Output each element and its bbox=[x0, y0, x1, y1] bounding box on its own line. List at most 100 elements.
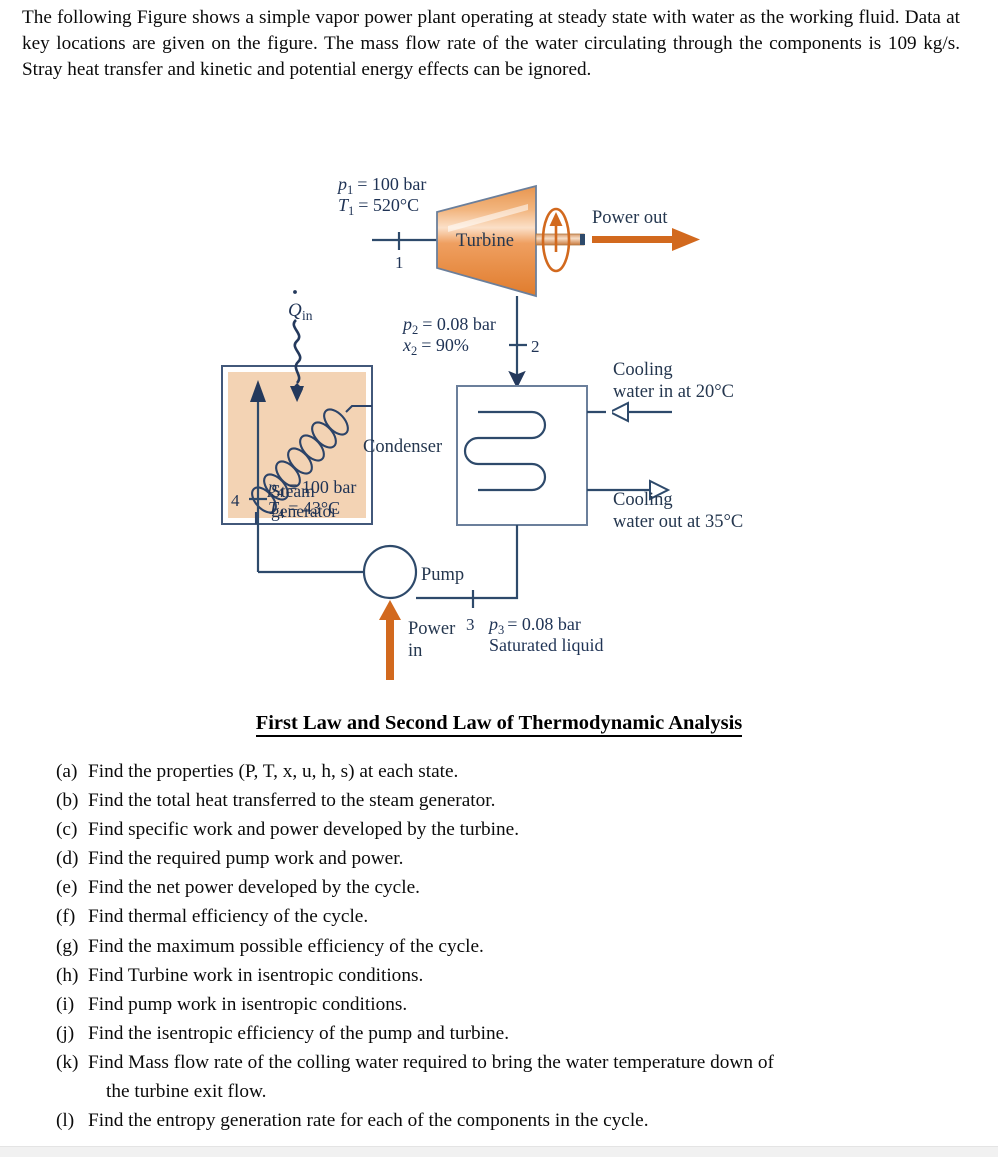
question-label: (j) bbox=[56, 1022, 75, 1044]
heat-input-arrow bbox=[290, 319, 304, 402]
condenser-label: Condenser bbox=[363, 437, 442, 457]
section-heading-text: First Law and Second Law of Thermodynami… bbox=[255, 712, 743, 737]
steam-generator-label-line1: Steam bbox=[271, 481, 315, 501]
svg-text:T1= 520°C: T1= 520°C bbox=[338, 195, 419, 218]
power-out-label: Power out bbox=[592, 208, 668, 228]
state2-p-sub: 2 bbox=[412, 323, 418, 337]
question-item: (e) Find the net power developed by the c… bbox=[56, 873, 968, 902]
line-sg-to-turbine bbox=[372, 232, 437, 250]
cooling-in-label-line2: water in at 20°C bbox=[613, 382, 734, 402]
svg-text:p2= 0.08 bar: p2 = 0.08 bar bbox=[401, 314, 496, 337]
question-label: (a) bbox=[56, 761, 78, 782]
question-text-main: Find the entropy generation rate for eac… bbox=[88, 1110, 649, 1132]
state4-p-sub: 4 bbox=[277, 486, 284, 500]
question-text-main: Find the maximum possible efficiency of … bbox=[88, 935, 484, 957]
power-in-label-line1: Power bbox=[408, 619, 455, 639]
question-text-main: Find the isentropic efficiency of the pu… bbox=[88, 1022, 510, 1044]
question-label: (i) bbox=[56, 993, 75, 1015]
question-text: Find the isentropic efficiency of the pu… bbox=[86, 1019, 968, 1048]
question-item: (b) Find the total heat transferred to th… bbox=[56, 786, 968, 815]
heat-input-symbol: Q bbox=[288, 300, 302, 321]
state1-p-sub: 1 bbox=[347, 183, 353, 197]
question-text-main: Find thermal efficiency of the cycle. bbox=[88, 906, 369, 928]
question-text: Find pump work in isentropic conditions. bbox=[86, 990, 968, 1019]
state2-p-value: = 0.08 bar bbox=[422, 314, 496, 334]
question-item: (l) Find the entropy generation rate for … bbox=[56, 1106, 968, 1135]
svg-text:x2= 90%: x2= 90% bbox=[402, 335, 469, 358]
question-text-main: Find the required pump work and power. bbox=[88, 848, 404, 870]
svg-text:T4= 43°C: T4= 43°C bbox=[268, 498, 340, 521]
question-label: (h) bbox=[56, 964, 79, 986]
state2-p-var: p bbox=[401, 314, 412, 334]
pump-label: Pump bbox=[421, 565, 464, 585]
question-label: (g) bbox=[56, 935, 79, 957]
question-item: (i) Find pump work in isentropic conditio… bbox=[56, 990, 968, 1019]
boiler-coil-icon bbox=[251, 404, 372, 524]
state3-note: Saturated liquid bbox=[489, 635, 603, 655]
turbine-shaft bbox=[535, 233, 585, 246]
state-2-labels: p2 = 0.08 bar x2= 90% bbox=[401, 314, 496, 358]
cooling-in-label-line1: Cooling bbox=[613, 360, 673, 380]
state-1-number: 1 bbox=[395, 253, 404, 272]
question-label: (e) bbox=[56, 877, 78, 899]
power-in-label-line2: in bbox=[408, 641, 422, 661]
question-text: Find the total heat transferred to the s… bbox=[86, 786, 968, 815]
question-text-main: Find specific work and power developed b… bbox=[88, 819, 520, 841]
state2-x-value: = 90% bbox=[421, 335, 469, 355]
state1-t-var: T bbox=[338, 195, 350, 215]
question-text: Find the required pump work and power. bbox=[86, 844, 968, 873]
question-item: (k)Find Mass flow rate of the colling wa… bbox=[56, 1048, 968, 1106]
page-bottom-strip bbox=[0, 1146, 998, 1157]
state3-p-sub: 3 bbox=[498, 623, 504, 637]
svg-text:p4= 100 bar: p4= 100 bar bbox=[266, 477, 356, 500]
state4-t-value: = 43°C bbox=[288, 498, 340, 518]
question-label: (d) bbox=[56, 848, 79, 870]
question-label: (l) bbox=[56, 1110, 75, 1132]
question-item: (g) Find the maximum possible efficiency … bbox=[56, 932, 968, 961]
question-text-continuation: the turbine exit flow. bbox=[106, 1081, 267, 1103]
condenser bbox=[456, 385, 588, 526]
question-item: (d) Find the required pump work and power… bbox=[56, 844, 968, 873]
state4-t-var: T bbox=[268, 498, 280, 518]
question-item: (j) Find the isentropic efficiency of the… bbox=[56, 1019, 968, 1048]
question-text: Find the entropy generation rate for eac… bbox=[86, 1106, 968, 1135]
section-heading: First Law and Second Law of Thermodynami… bbox=[0, 712, 998, 737]
heat-input-subscript: in bbox=[302, 308, 313, 323]
question-label: (b) bbox=[56, 790, 79, 812]
cooling-water-out-arrow bbox=[587, 479, 671, 501]
question-text: Find Mass flow rate of the colling water… bbox=[86, 1048, 968, 1106]
question-list: (a) Find the properties (P, T, x, u, h, s… bbox=[56, 757, 968, 1135]
svg-text:p1= 100 bar: p1= 100 bar bbox=[336, 174, 426, 197]
question-text-main: Find the properties (P, T, x, u, h, s) a… bbox=[88, 761, 459, 782]
state3-p-value: = 0.08 bar bbox=[507, 614, 581, 634]
question-text: Find the net power developed by the cycl… bbox=[86, 873, 968, 902]
state-4-labels: p4= 100 bar T4= 43°C 4 bbox=[231, 477, 356, 521]
question-item: (c)Find specific work and power develope… bbox=[56, 815, 968, 844]
question-item: (f)Find thermal efficiency of the cycle. bbox=[56, 902, 968, 931]
state4-p-var: p bbox=[266, 477, 277, 497]
power-plant-diagram: Steam generator Q in p1= 100 bar T1= 520… bbox=[0, 140, 998, 685]
rotation-arrowhead-icon bbox=[549, 212, 563, 226]
question-text: Find thermal efficiency of the cycle. bbox=[86, 902, 968, 931]
line-pump-to-steam-generator bbox=[250, 380, 365, 574]
power-out-arrow bbox=[592, 228, 700, 251]
question-text: Find the properties (P, T, x, u, h, s) a… bbox=[86, 757, 968, 786]
state-3-number: 3 bbox=[466, 615, 475, 634]
state-3-labels: 3 p3= 0.08 bar Saturated liquid bbox=[466, 614, 603, 655]
heat-input-dot-icon bbox=[293, 290, 297, 294]
svg-text:p3= 0.08 bar: p3= 0.08 bar bbox=[487, 614, 581, 637]
state4-t-sub: 4 bbox=[278, 507, 285, 521]
turbine-label: Turbine bbox=[456, 231, 514, 251]
cooling-out-label-line1: Cooling bbox=[613, 490, 673, 510]
cooling-out-label-line2: water out at 35°C bbox=[613, 512, 743, 532]
question-text-main: Find the total heat transferred to the s… bbox=[88, 790, 496, 812]
line-condenser-to-pump bbox=[416, 525, 519, 608]
line-turbine-to-condenser bbox=[508, 296, 527, 389]
cooling-water-in-arrow bbox=[587, 401, 672, 423]
question-text-main: Find Turbine work in isentropic conditio… bbox=[88, 964, 424, 986]
problem-statement: The following Figure shows a simple vapo… bbox=[22, 7, 960, 81]
pump bbox=[362, 544, 418, 600]
question-item: (a) Find the properties (P, T, x, u, h, s… bbox=[56, 757, 968, 786]
question-text-main: Find the net power developed by the cycl… bbox=[88, 877, 420, 899]
